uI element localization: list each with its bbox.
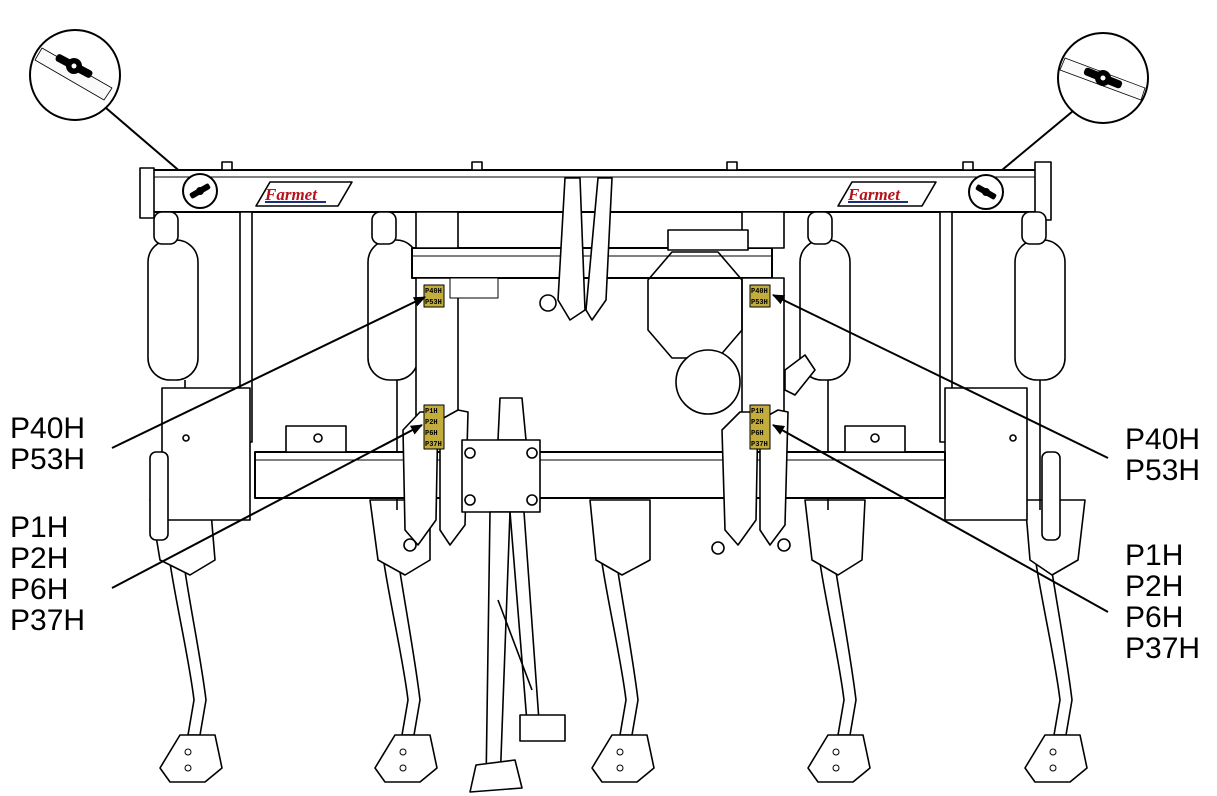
svg-text:P37H: P37H <box>425 441 442 449</box>
reflector-icon <box>968 174 1004 210</box>
svg-text:P6H: P6H <box>751 430 764 438</box>
leader-lower-right <box>772 424 1109 613</box>
callout-lower-right: P1H P2H P6H P37H <box>1125 540 1200 664</box>
main-beam <box>254 425 946 499</box>
leader-lower-left <box>111 424 423 589</box>
callout-code: P2H <box>10 542 69 575</box>
svg-text:P37H: P37H <box>751 441 768 449</box>
reflector-icon <box>182 173 218 209</box>
callout-code: P40H <box>10 412 86 445</box>
tine-points <box>159 734 1088 783</box>
callout-code: P1H <box>10 511 69 544</box>
callout-code: P1H <box>1125 539 1184 572</box>
decal-lower-right: P1H P2H P6H P37H <box>749 404 771 450</box>
hydraulic-cylinders <box>147 211 1066 510</box>
callout-code: P40H <box>1125 423 1201 456</box>
leader-upper-left <box>111 296 426 449</box>
top-hitch <box>539 177 613 321</box>
callout-code: P53H <box>1125 454 1201 487</box>
callout-code: P37H <box>10 604 86 637</box>
svg-text:P40H: P40H <box>751 288 768 296</box>
svg-text:Farmet: Farmet <box>264 185 318 204</box>
reflector-detail-icon <box>29 29 121 121</box>
svg-text:P1H: P1H <box>425 408 438 416</box>
decal-lower-left: P1H P2H P6H P37H <box>423 404 445 450</box>
lower-hitch-brackets <box>402 409 791 555</box>
svg-text:P6H: P6H <box>425 430 438 438</box>
callout-upper-right: P40H P53H <box>1125 424 1200 486</box>
callout-upper-left: P40H P53H <box>10 413 85 475</box>
callout-code: P6H <box>1125 601 1184 634</box>
svg-text:Farmet: Farmet <box>847 185 901 204</box>
farmet-logo-right: Farmet <box>837 181 937 207</box>
leader-upper-right <box>772 294 1109 459</box>
leader-lines <box>111 294 1109 613</box>
side-plates <box>149 387 1061 541</box>
svg-text:P40H: P40H <box>425 288 442 296</box>
svg-text:P53H: P53H <box>751 299 768 307</box>
callout-code: P2H <box>1125 570 1184 603</box>
callout-code: P53H <box>10 443 86 476</box>
svg-text:P1H: P1H <box>751 408 764 416</box>
farmet-logo-left: Farmet <box>255 181 353 207</box>
callout-lower-left: P1H P2H P6H P37H <box>10 512 85 636</box>
decal-upper-right: P40H P53H <box>749 284 771 308</box>
callout-code: P37H <box>1125 632 1201 665</box>
decal-upper-left: P40H P53H <box>423 284 445 308</box>
svg-text:P53H: P53H <box>425 299 442 307</box>
svg-text:P2H: P2H <box>425 419 438 427</box>
callout-code: P6H <box>10 573 69 606</box>
svg-text:P2H: P2H <box>751 419 764 427</box>
reflector-detail-icon <box>1057 32 1149 124</box>
centre-stand <box>461 397 566 793</box>
